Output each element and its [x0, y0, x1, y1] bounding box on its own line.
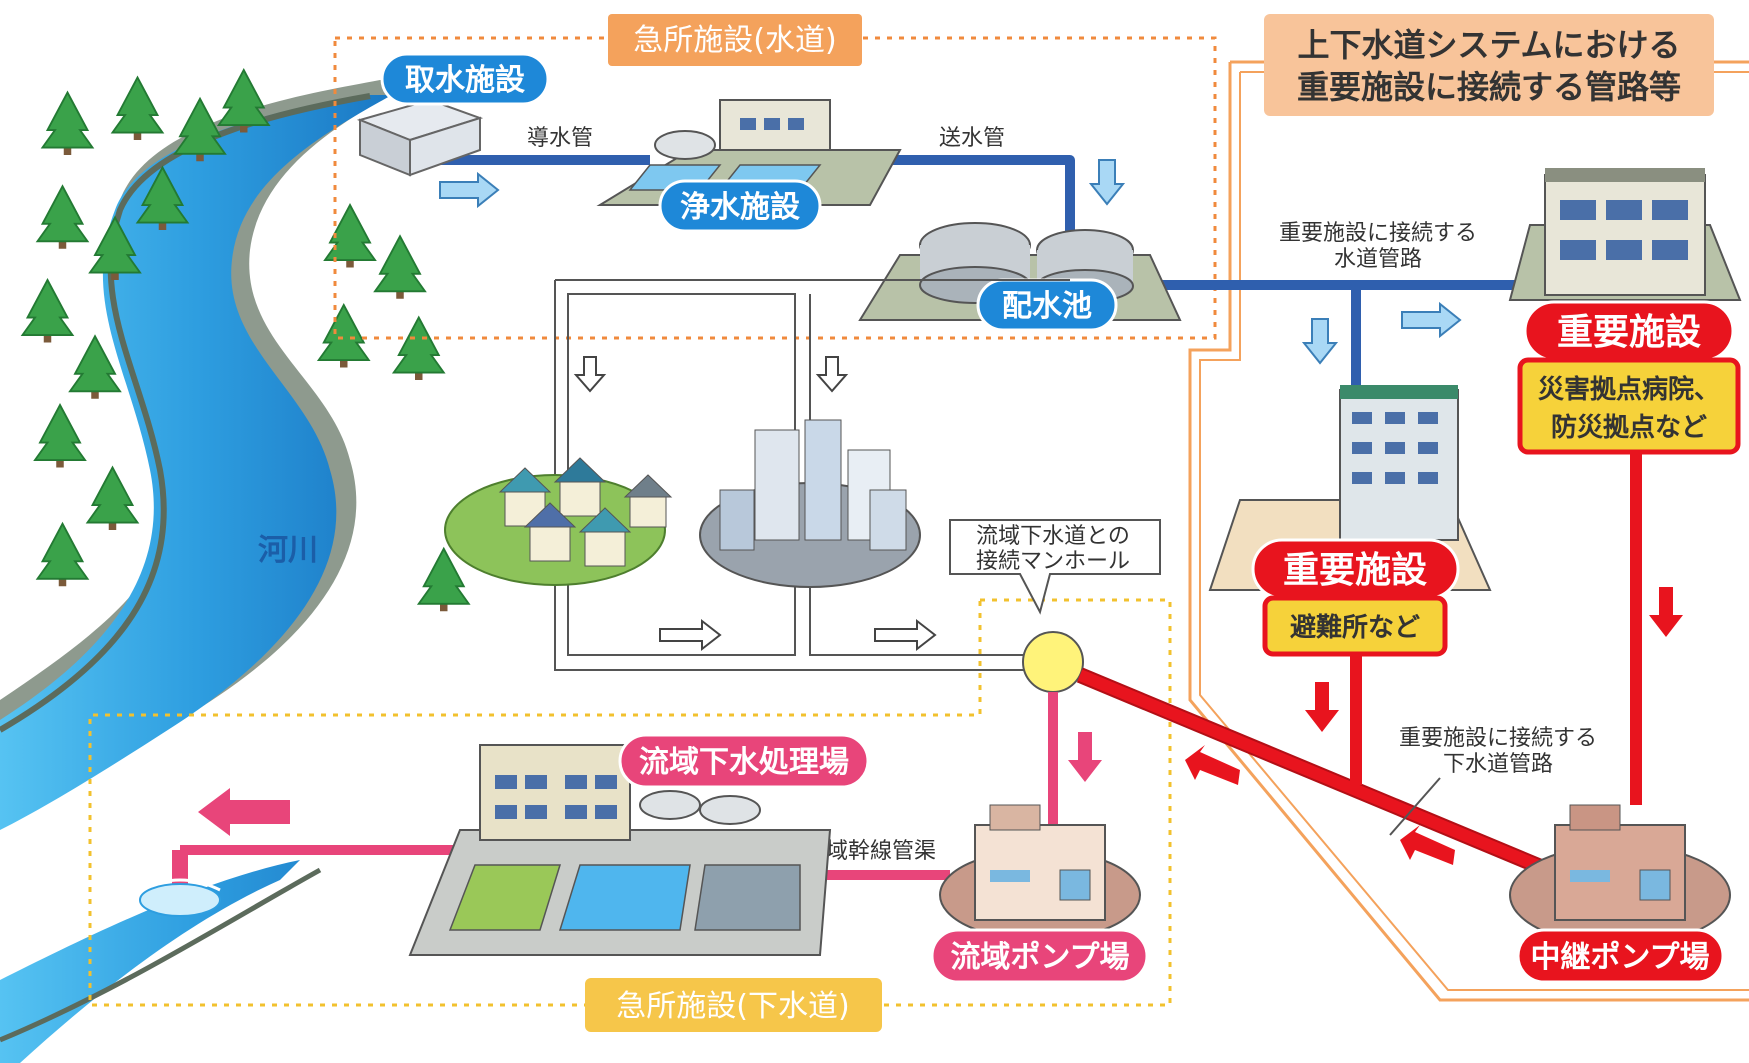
regional-pump-label: 流域ポンプ場	[950, 940, 1129, 975]
water-pipe-label-1: 重要施設に接続する	[1279, 221, 1477, 246]
title-line-1: 上下水道システムにおける	[1297, 26, 1680, 64]
water-zone-label: 急所施設(水道)	[633, 23, 836, 58]
river-label: 河川	[258, 533, 318, 568]
intake-label: 取水施設	[405, 63, 525, 98]
important-facility-2-label: 重要施設	[1283, 550, 1427, 591]
important-facility-1-sub-1: 災害拠点病院、	[1538, 374, 1720, 405]
sewer-pipe-label-1: 重要施設に接続する	[1399, 726, 1597, 751]
regional-pump-station	[939, 804, 1141, 941]
water-pipe-label-2: 水道管路	[1334, 247, 1422, 272]
manhole-label-1: 流域下水道との	[976, 524, 1130, 549]
sewage-treatment-plant	[408, 744, 832, 956]
connection-manhole	[1022, 631, 1084, 693]
relay-pump-label: 中継ポンプ場	[1530, 940, 1709, 975]
conduit-label: 導水管	[527, 126, 593, 151]
important-facility-hospital	[1508, 168, 1742, 301]
important-facility-1-sub-2: 防災拠点など	[1551, 412, 1707, 443]
discharge-splash	[139, 878, 221, 917]
intake-facility	[356, 98, 484, 177]
important-facility-1-label: 重要施設	[1557, 312, 1701, 353]
city-area	[699, 419, 921, 588]
water-zone-frame	[333, 36, 1217, 340]
manhole-label-2: 接続マンホール	[976, 549, 1130, 574]
sewer-flow-arrows	[198, 587, 1683, 865]
purification-label: 浄水施設	[680, 190, 800, 225]
title-box	[1264, 14, 1714, 116]
sewer-pipe-label-2: 下水道管路	[1443, 752, 1553, 777]
river	[0, 95, 392, 1063]
treatment-plant-label: 流域下水処理場	[639, 745, 849, 780]
relay-pump-station	[1509, 804, 1731, 946]
transmission-label: 送水管	[939, 126, 1005, 151]
residential-area	[444, 457, 673, 586]
sewer-zone-label: 急所施設(下水道)	[616, 989, 849, 1024]
distribution-pond-label: 配水池	[1002, 289, 1092, 324]
title-line-2: 重要施設に接続する管路等	[1297, 68, 1681, 106]
important-facility-2-sub: 避難所など	[1290, 612, 1420, 643]
